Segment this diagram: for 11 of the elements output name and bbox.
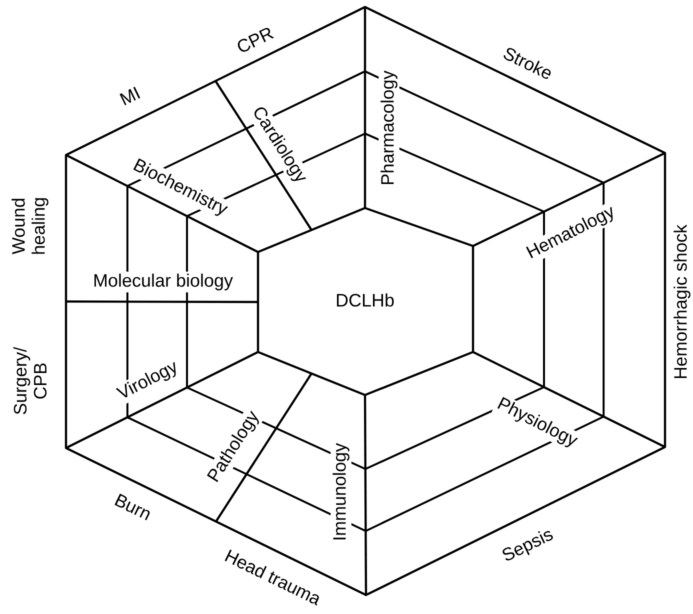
discipline-label: Molecular biology	[90, 272, 236, 292]
condition-label: Sepsis	[502, 531, 553, 560]
condition-label: Surgery/ CPB	[13, 347, 47, 414]
discipline-label: Pharmacology	[378, 68, 400, 188]
condition-label: Hemorrhagic shock	[674, 224, 690, 378]
discipline-label: Immunology	[330, 440, 352, 544]
condition-label: Wound healing	[12, 198, 48, 254]
hexagon: DCLHb	[256, 206, 474, 396]
condition-label: MI	[120, 86, 140, 106]
condition-label: CPR	[238, 28, 274, 52]
condition-label: Burn	[114, 494, 150, 520]
